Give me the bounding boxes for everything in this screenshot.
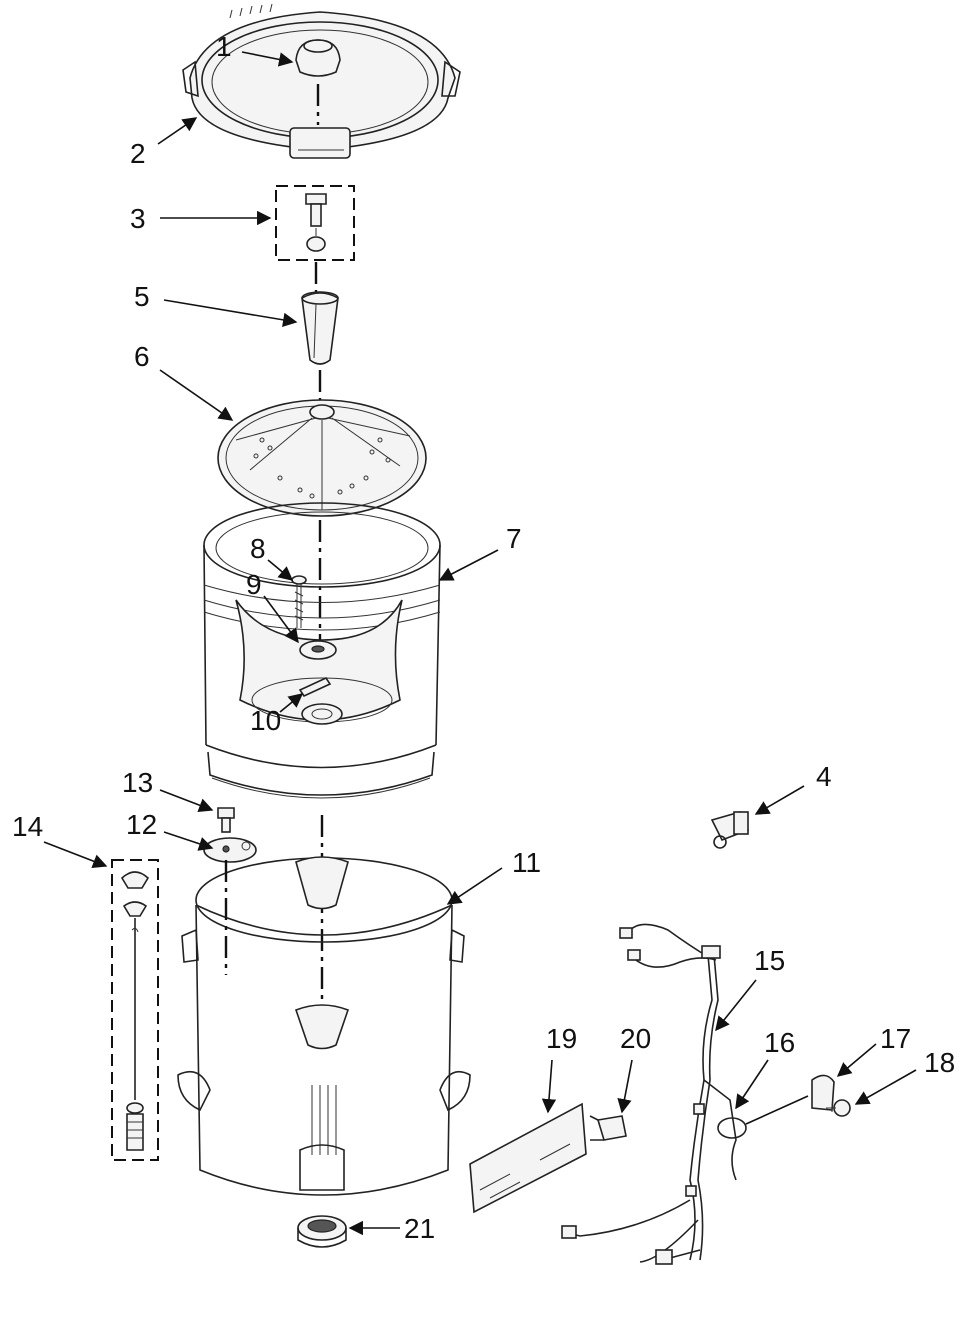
basket-bottom-hub (301, 703, 343, 725)
part-7-basket (203, 502, 441, 799)
callout-13: 13 (122, 767, 153, 798)
callout-18: 18 (924, 1047, 955, 1078)
part-20-plug (589, 1115, 627, 1141)
part-6-impeller (217, 399, 427, 517)
callout-2: 2 (130, 138, 146, 169)
part-16-sensor (717, 1117, 747, 1139)
callout-8: 8 (250, 533, 266, 564)
part-9-hub (299, 640, 337, 660)
part-19-control-board (469, 1102, 587, 1214)
part-12-washer (203, 837, 257, 863)
callout-10: 10 (250, 705, 281, 736)
part-11-tub (177, 856, 471, 1196)
part-21-seal (297, 1215, 347, 1248)
leader-arrows (43, 51, 917, 1236)
callout-15: 15 (754, 945, 785, 976)
part-17-bracket (811, 1074, 835, 1111)
part-4-clip (710, 811, 750, 849)
part-13-bolt (217, 807, 235, 833)
callout-7: 7 (506, 523, 522, 554)
callout-11: 11 (512, 847, 541, 878)
part-5-dispenser (301, 291, 339, 365)
callout-6: 6 (134, 341, 150, 372)
callout-4: 4 (816, 761, 832, 792)
callout-17: 17 (880, 1023, 911, 1054)
callout-1: 1 (216, 31, 232, 62)
callout-16: 16 (764, 1027, 795, 1058)
callout-20: 20 (620, 1023, 651, 1054)
callout-3: 3 (130, 203, 146, 234)
callout-21: 21 (404, 1213, 435, 1244)
part-1-cap (295, 39, 341, 77)
part-16-17-link (745, 1095, 809, 1125)
callout-9: 9 (246, 569, 262, 600)
part-3-bolt-kit (275, 185, 355, 261)
callout-12: 12 (126, 809, 157, 840)
callout-14: 14 (12, 811, 43, 842)
part-18-screw (826, 1099, 851, 1117)
callout-19: 19 (546, 1023, 577, 1054)
callout-labels: 1 2 3 4 5 6 7 8 9 10 11 12 13 14 15 16 1… (12, 31, 955, 1244)
callout-5: 5 (134, 281, 150, 312)
part-2-lid-ring (182, 3, 461, 159)
part-15-wire-harness (561, 923, 737, 1265)
part-14-suspension-rod (111, 859, 159, 1161)
